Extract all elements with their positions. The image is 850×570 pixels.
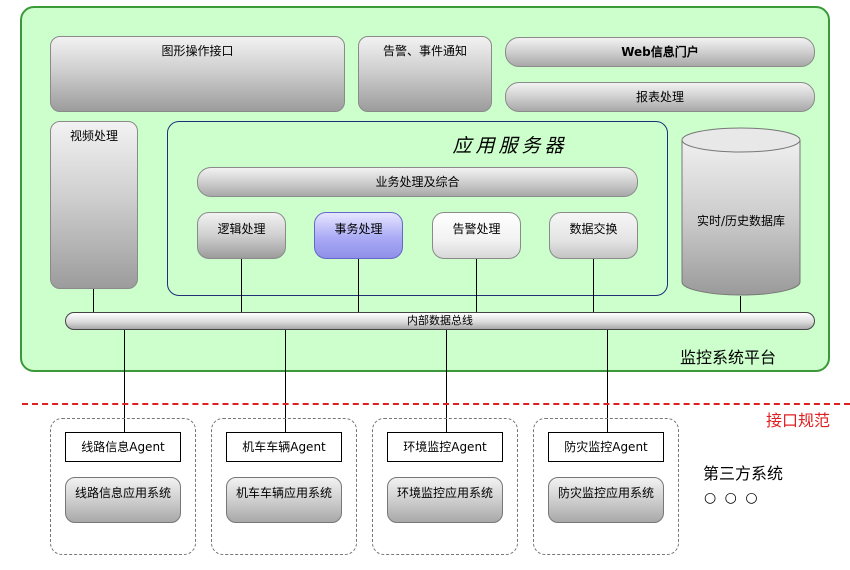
connector-line bbox=[285, 330, 286, 432]
agent-group bbox=[533, 418, 679, 555]
connector-line bbox=[124, 330, 125, 432]
agent-system-box: 线路信息应用系统 bbox=[65, 477, 181, 523]
alarm-notify-box: 告警、事件通知 bbox=[358, 36, 492, 112]
logic-processing-module: 逻辑处理 bbox=[197, 212, 286, 259]
report-label: 报表处理 bbox=[635, 90, 684, 104]
module-label: 数据交换 bbox=[569, 222, 618, 236]
agent-system-label: 防灾监控应用系统 bbox=[557, 486, 654, 500]
agent-group bbox=[211, 418, 357, 555]
interface-spec-label: 接口规范 bbox=[766, 411, 831, 430]
connector-line bbox=[93, 289, 94, 312]
connector-line bbox=[593, 259, 594, 312]
internal-data-bus: 内部数据总线 bbox=[65, 312, 815, 330]
agent-system-label: 线路信息应用系统 bbox=[74, 486, 171, 500]
agent-label: 线路信息Agent bbox=[81, 440, 165, 454]
connector-line bbox=[607, 330, 608, 432]
internal-data-bus-label: 内部数据总线 bbox=[407, 314, 473, 327]
third-party-label: 第三方系统 bbox=[703, 464, 784, 483]
video-processing-box: 视频处理 bbox=[50, 121, 138, 289]
connector-line bbox=[740, 296, 741, 312]
agent-system-box: 防灾监控应用系统 bbox=[548, 477, 664, 523]
agent-group bbox=[372, 418, 518, 555]
platform-label: 监控系统平台 bbox=[680, 348, 777, 367]
third-party-ellipsis: ○ ○ ○ bbox=[704, 490, 760, 506]
connector-line bbox=[358, 259, 359, 312]
agent-system-box: 环境监控应用系统 bbox=[387, 477, 503, 523]
agent-label: 防灾监控Agent bbox=[564, 440, 648, 454]
gui-interface-label: 图形操作接口 bbox=[161, 44, 234, 58]
module-label: 事务处理 bbox=[334, 222, 383, 236]
database-label: 实时/历史数据库 bbox=[696, 214, 786, 228]
agent-box: 线路信息Agent bbox=[65, 432, 181, 462]
report-box: 报表处理 bbox=[505, 82, 815, 112]
web-portal-box: Web信息门户 bbox=[505, 37, 815, 67]
app-server-container bbox=[167, 121, 668, 296]
data-exchange-module: 数据交换 bbox=[549, 212, 638, 259]
connector-line bbox=[446, 330, 447, 432]
database-cylinder-icon bbox=[681, 127, 801, 296]
connector-line bbox=[476, 259, 477, 312]
business-integration-label: 业务处理及综合 bbox=[375, 175, 460, 189]
agent-system-label: 环境监控应用系统 bbox=[396, 486, 493, 500]
connector-line bbox=[241, 259, 242, 312]
agent-system-box: 机车车辆应用系统 bbox=[226, 477, 342, 523]
agent-system-label: 机车车辆应用系统 bbox=[235, 486, 332, 500]
gui-interface-box: 图形操作接口 bbox=[50, 36, 345, 112]
interface-spec-line bbox=[22, 403, 850, 405]
agent-box: 环境监控Agent bbox=[387, 432, 503, 462]
alarm-notify-label: 告警、事件通知 bbox=[382, 44, 467, 58]
video-processing-label: 视频处理 bbox=[69, 129, 118, 143]
web-portal-label: Web信息门户 bbox=[621, 45, 699, 59]
alarm-processing-module: 告警处理 bbox=[432, 212, 521, 259]
agent-group bbox=[50, 418, 196, 555]
agent-box: 机车车辆Agent bbox=[226, 432, 342, 462]
app-server-title: 应用服务器 bbox=[452, 135, 568, 157]
agent-label: 机车车辆Agent bbox=[242, 440, 326, 454]
module-label: 告警处理 bbox=[452, 222, 501, 236]
agent-box: 防灾监控Agent bbox=[548, 432, 664, 462]
business-integration-box: 业务处理及综合 bbox=[197, 167, 638, 197]
transaction-processing-module: 事务处理 bbox=[314, 212, 403, 259]
module-label: 逻辑处理 bbox=[217, 222, 266, 236]
agent-label: 环境监控Agent bbox=[403, 440, 487, 454]
